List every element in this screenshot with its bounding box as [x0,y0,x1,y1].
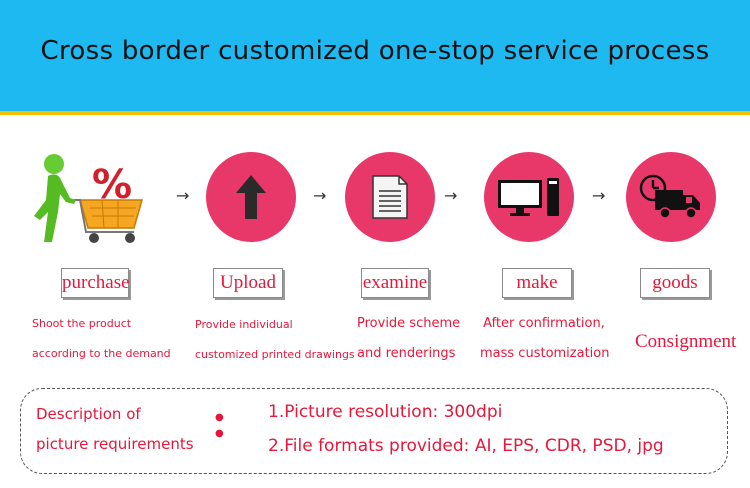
flow-arrow-4: → [592,186,606,205]
desc-make: After confirmation, mass customization [480,316,610,361]
requirements-box: Description of picture requirements ● ● … [20,388,728,474]
upload-arrow-icon [236,175,266,219]
label-make: make [502,268,572,298]
requirements-list: 1.Picture resolution: 300dpi 2.File form… [268,395,664,463]
upload-step-icon [206,152,296,242]
desc-upload: Provide individual customized printed dr… [195,318,355,361]
document-icon [372,175,408,219]
cart-percent-icon: % [30,150,150,245]
delivery-truck-icon [639,174,700,219]
examine-step-icon [345,152,435,242]
desc-examine: Provide scheme and renderings [357,316,461,361]
label-examine: examine [361,268,429,298]
desc-goods: Consignment [635,331,737,352]
page-title: Cross border customized one-stop service… [40,36,710,66]
requirement-item: 1.Picture resolution: 300dpi [268,402,503,422]
goods-step-icon [626,152,716,242]
make-step-icon [484,152,574,242]
requirements-colon: ● ● [215,412,224,439]
flow-arrow-2: → [313,186,327,205]
desc-purchase: Shoot the product according to the deman… [32,317,171,360]
label-goods: goods [640,268,710,298]
flow-arrow-3: → [444,186,458,205]
label-purchase: purchase [61,268,130,298]
computer-icon [498,178,559,216]
label-upload: Upload [213,268,283,298]
flow-arrow-1: → [176,186,190,205]
requirements-title: Description of picture requirements [36,405,194,453]
header-banner: Cross border customized one-stop service… [0,0,750,115]
requirement-item: 2.File formats provided: AI, EPS, CDR, P… [268,436,664,456]
